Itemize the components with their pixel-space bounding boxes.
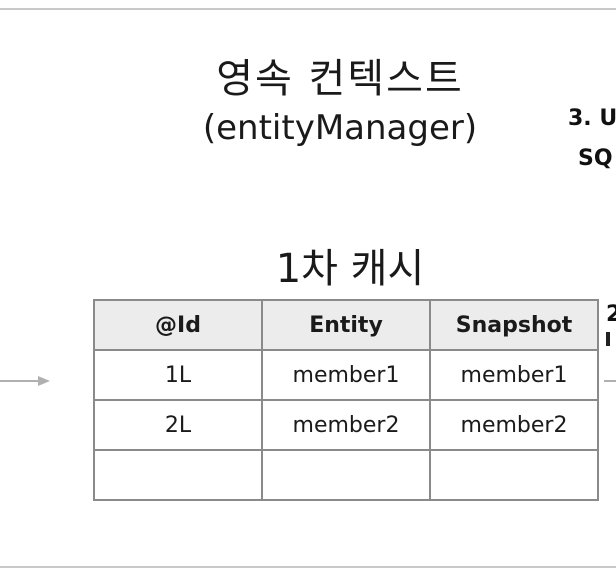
- column-header-id: @Id: [93, 299, 263, 351]
- persistence-context-frame: [0, 8, 616, 568]
- cell-snapshot: [429, 449, 599, 501]
- table-row: [93, 449, 599, 501]
- cell-id: [93, 449, 263, 501]
- cell-id: 1L: [93, 349, 263, 401]
- incoming-arrow-icon: [0, 376, 50, 386]
- cell-entity: member2: [261, 399, 431, 451]
- column-header-entity: Entity: [261, 299, 431, 351]
- cell-entity: member1: [261, 349, 431, 401]
- context-subtitle: (entityManager): [202, 108, 478, 148]
- table-row: 1L member1 member1: [93, 349, 599, 401]
- context-title: 영속 컨텍스트: [216, 56, 464, 102]
- side-label-step2: 2: [606, 302, 616, 327]
- first-level-cache-title: 1차 캐시: [275, 246, 425, 292]
- first-level-cache-table: @Id Entity Snapshot 1L member1 member1 2…: [93, 299, 599, 501]
- outgoing-arrow-icon: [604, 380, 616, 382]
- side-label-step3: 3. U: [568, 106, 616, 131]
- table-row: 2L member2 member2: [93, 399, 599, 451]
- column-header-snapshot: Snapshot: [429, 299, 599, 351]
- table-header-row: @Id Entity Snapshot: [93, 299, 599, 351]
- cell-id: 2L: [93, 399, 263, 451]
- side-label-fragment: [606, 332, 610, 346]
- side-label-sql: SQ: [578, 146, 613, 171]
- cell-snapshot: member2: [429, 399, 599, 451]
- cell-entity: [261, 449, 431, 501]
- cell-snapshot: member1: [429, 349, 599, 401]
